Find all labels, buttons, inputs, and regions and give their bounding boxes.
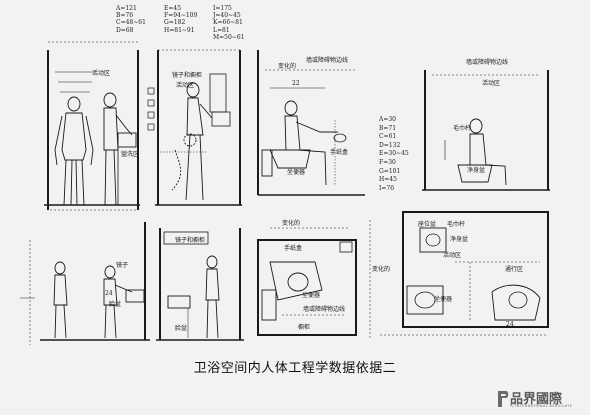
panel-bidet-side	[422, 70, 550, 191]
label-basin: 脸盆	[109, 301, 122, 308]
legend-entry: G=182	[164, 19, 186, 27]
label-dimension: 24	[506, 321, 514, 328]
legend-right: A=30 B=71 C=61 D=132 E=30~45 F=30 G=101 …	[379, 116, 409, 193]
legend-entry: F=30	[379, 158, 396, 166]
legend-entry: A=30	[379, 116, 396, 123]
human-figure-reaching	[103, 265, 133, 339]
legend-entry: I=76	[379, 184, 395, 192]
human-figure-bending	[171, 82, 213, 201]
label-variable: 变化的	[278, 63, 297, 70]
legend-entry: E=30~45	[379, 150, 409, 158]
legend-entry: G=101	[379, 167, 401, 175]
label-bidet: 净身盆	[467, 167, 486, 174]
brand-logo: 品界國際 PJ INTERNATIONAL ASSOCIATE	[496, 388, 584, 412]
label-seat-basin: 座位盆	[418, 221, 437, 228]
label-dimension: 22	[292, 80, 300, 87]
label-cabinet: 橱柜	[298, 324, 311, 331]
panel-toilet-plan	[257, 227, 357, 336]
human-figure-seated	[284, 100, 338, 186]
human-figure-front	[54, 96, 94, 206]
label-toilet: 坐便器	[434, 296, 453, 303]
legend-col-1: A=121 B=76 C=48~61 D=68	[116, 5, 146, 34]
label-wall-line: 墙或障碍物边线	[466, 59, 509, 66]
legend-entry: C=48~61	[116, 19, 146, 27]
legend-entry: K=66~81	[213, 19, 243, 27]
legend-entry: J=40~45	[213, 12, 241, 20]
logo-name: 品界國際	[510, 392, 563, 407]
panel-child-basin	[20, 222, 150, 345]
legend-entry: F=94~109	[164, 12, 198, 20]
panel-basin-bending	[147, 49, 242, 206]
label-active-zone: 活动区	[482, 80, 501, 87]
legend-entry: I=175	[213, 5, 232, 12]
human-figure-side-standing	[205, 255, 220, 339]
legend-entry: B=71	[379, 124, 397, 132]
label-active-zone: 活动区	[176, 82, 195, 89]
label-wash-zone: 盥洗区	[121, 151, 140, 158]
legend-col-2: E=45 F=94~109 G=182 H=81~91	[164, 5, 197, 34]
logo-subtitle: PJ INTERNATIONAL ASSOCIATE	[510, 404, 573, 408]
label-mirror-cabinet: 镜子和橱柜	[175, 237, 206, 244]
legend-entry: C=61	[379, 133, 397, 141]
label-wall-line: 墙或障碍物边线	[306, 57, 349, 64]
label-bidet: 净身盆	[450, 236, 469, 243]
label-mirror-cabinet: 镜子和橱柜	[172, 72, 203, 79]
label-active-zone: 活动区	[443, 252, 462, 259]
legend-entry: L=81	[213, 26, 230, 34]
label-paper-holder: 手纸盒	[284, 245, 303, 252]
label-basin: 脸盆	[175, 325, 188, 332]
label-toilet: 坐便器	[287, 169, 306, 176]
human-figure-standing	[53, 261, 68, 339]
panel-toilet-side	[257, 50, 365, 196]
panel-basin-mirror	[156, 228, 244, 341]
label-towel-bar: 毛巾杆	[447, 221, 466, 228]
legend-entry: E=45	[164, 5, 182, 12]
label-variable: 变化的	[372, 266, 391, 273]
panel-bathroom-plan	[369, 211, 549, 340]
legend-entry: A=121	[116, 5, 137, 12]
legend-entry: D=68	[116, 26, 134, 34]
label-pass-zone: 通行区	[505, 266, 524, 273]
human-figure-bidet	[469, 118, 507, 186]
legend-entry: H=81~91	[164, 26, 195, 34]
logo-mark-icon	[498, 391, 509, 407]
figure-caption: 卫浴空间内人体工程学数据依据二	[193, 361, 397, 376]
label-variable: 变化的	[282, 220, 301, 227]
label-toilet: 坐便器	[302, 292, 321, 299]
legend-entry: D=132	[379, 141, 401, 149]
panel-basin-front-side	[44, 41, 140, 211]
label-paper-holder: 手纸盒	[330, 149, 349, 156]
label-towel-bar: 毛巾杆	[453, 125, 472, 132]
legend-entry: H=45	[379, 176, 397, 184]
label-dimension: 24	[105, 290, 113, 297]
label-wall-line: 墙或障碍物边线	[303, 306, 346, 313]
legend-entry: B=76	[116, 12, 134, 20]
human-figure-plan	[269, 261, 323, 301]
label-mirror: 镜子	[116, 262, 129, 269]
legend-col-3: I=175 J=40~45 K=66~81 L=81 M=50~61	[213, 5, 244, 41]
legend-entry: M=50~61	[213, 33, 245, 41]
label-active-zone: 活动区	[92, 70, 111, 77]
